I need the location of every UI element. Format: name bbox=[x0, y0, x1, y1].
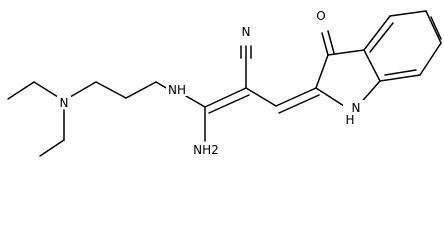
bond bbox=[245, 87, 277, 107]
atom-label-primary-amine-nh2: NH2 bbox=[193, 143, 219, 157]
bond bbox=[363, 49, 381, 82]
atom-label-nitrile-n: N bbox=[242, 25, 251, 39]
bond bbox=[39, 139, 65, 157]
bond bbox=[384, 69, 417, 76]
bond bbox=[327, 49, 365, 56]
bond bbox=[208, 94, 250, 114]
bond bbox=[321, 32, 329, 56]
bond bbox=[185, 95, 206, 108]
bond bbox=[389, 10, 427, 17]
bond bbox=[33, 81, 59, 98]
bond bbox=[204, 87, 247, 108]
bond bbox=[327, 30, 335, 54]
bond bbox=[7, 81, 35, 100]
bond bbox=[278, 94, 320, 114]
bond bbox=[95, 81, 127, 99]
atom-label-indole-n: N bbox=[352, 101, 361, 115]
bond bbox=[69, 81, 97, 98]
atom-label-indole-h: H bbox=[345, 113, 354, 127]
atom-label-secondary-amine-nh: NH bbox=[168, 83, 186, 97]
bond bbox=[315, 54, 329, 89]
atom-label-diethyl-amine-n: N bbox=[60, 96, 69, 110]
bond bbox=[369, 22, 394, 53]
bond bbox=[379, 74, 421, 82]
bond bbox=[125, 81, 157, 99]
bond bbox=[363, 15, 391, 51]
chemical-structure: N O N NH NH2 N H bbox=[7, 8, 442, 158]
bond bbox=[275, 87, 317, 107]
bond bbox=[425, 10, 442, 44]
bond bbox=[315, 87, 345, 107]
bond bbox=[419, 42, 442, 76]
atom-label-carbonyl-o: O bbox=[316, 9, 325, 23]
bond bbox=[430, 16, 442, 40]
